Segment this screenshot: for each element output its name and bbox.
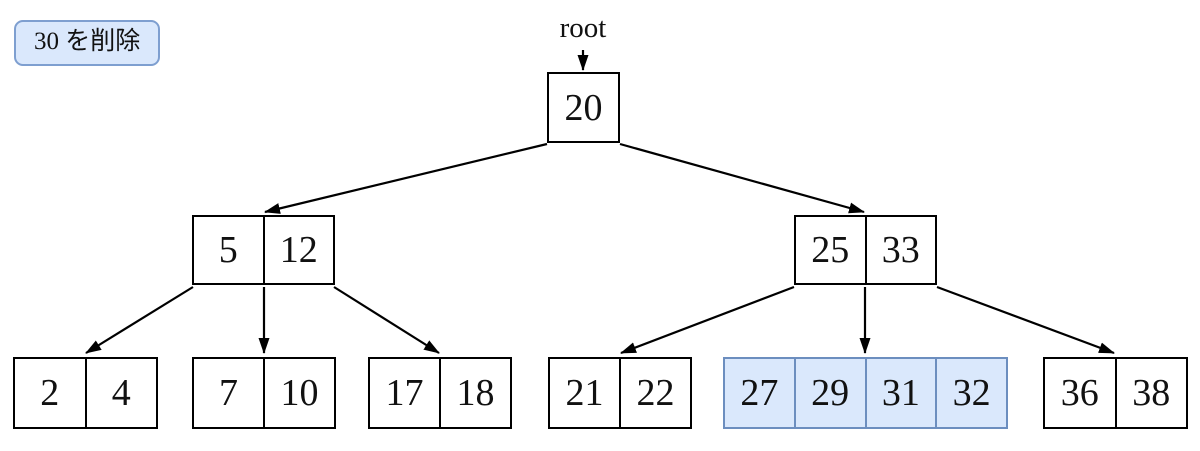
btree-leaf-node: 21 22 bbox=[548, 357, 692, 429]
btree-internal-node-left: 5 12 bbox=[192, 215, 335, 285]
btree-internal-node-right: 25 33 bbox=[794, 215, 937, 285]
edge-r-child-0 bbox=[620, 285, 795, 355]
key-cell: 27 bbox=[725, 359, 794, 427]
key-cell: 20 bbox=[564, 86, 603, 129]
key-cell: 21 bbox=[565, 372, 604, 414]
key-cell: 12 bbox=[262, 217, 334, 283]
key-cell: 5 bbox=[218, 229, 238, 271]
key-cell: 36 bbox=[1060, 372, 1099, 414]
key-cell: 7 bbox=[219, 372, 238, 414]
key-cell: 31 bbox=[864, 359, 936, 427]
btree-root-node: 20 bbox=[547, 72, 620, 143]
key-cell: 29 bbox=[793, 359, 865, 427]
key-cell: 4 bbox=[84, 359, 157, 427]
key-cell: 32 bbox=[935, 359, 1006, 427]
btree-leaf-node: 2 4 bbox=[13, 357, 158, 429]
key-cell: 17 bbox=[385, 372, 424, 414]
key-cell: 22 bbox=[619, 359, 690, 427]
edge-root-right bbox=[619, 142, 865, 214]
edge-root-left bbox=[264, 142, 548, 214]
edge-l-child-2 bbox=[333, 286, 440, 354]
key-cell: 2 bbox=[40, 372, 60, 414]
key-cell: 38 bbox=[1114, 359, 1187, 427]
btree-leaf-node: 36 38 bbox=[1043, 357, 1188, 429]
btree-leaf-node: 17 18 bbox=[368, 357, 512, 429]
key-cell: 10 bbox=[263, 359, 334, 427]
btree-leaf-node-highlighted: 27 29 31 32 bbox=[723, 357, 1008, 429]
btree-leaf-node: 7 10 bbox=[192, 357, 336, 429]
key-cell: 25 bbox=[811, 229, 850, 271]
edge-l-child-0 bbox=[85, 286, 194, 354]
operation-badge-label: 30 を削除 bbox=[34, 28, 141, 55]
key-cell: 18 bbox=[439, 359, 510, 427]
operation-badge: 30 を削除 bbox=[14, 20, 161, 66]
root-pointer-label: root bbox=[559, 12, 607, 44]
key-cell: 33 bbox=[864, 217, 936, 283]
edge-r-child-2 bbox=[936, 285, 1115, 355]
